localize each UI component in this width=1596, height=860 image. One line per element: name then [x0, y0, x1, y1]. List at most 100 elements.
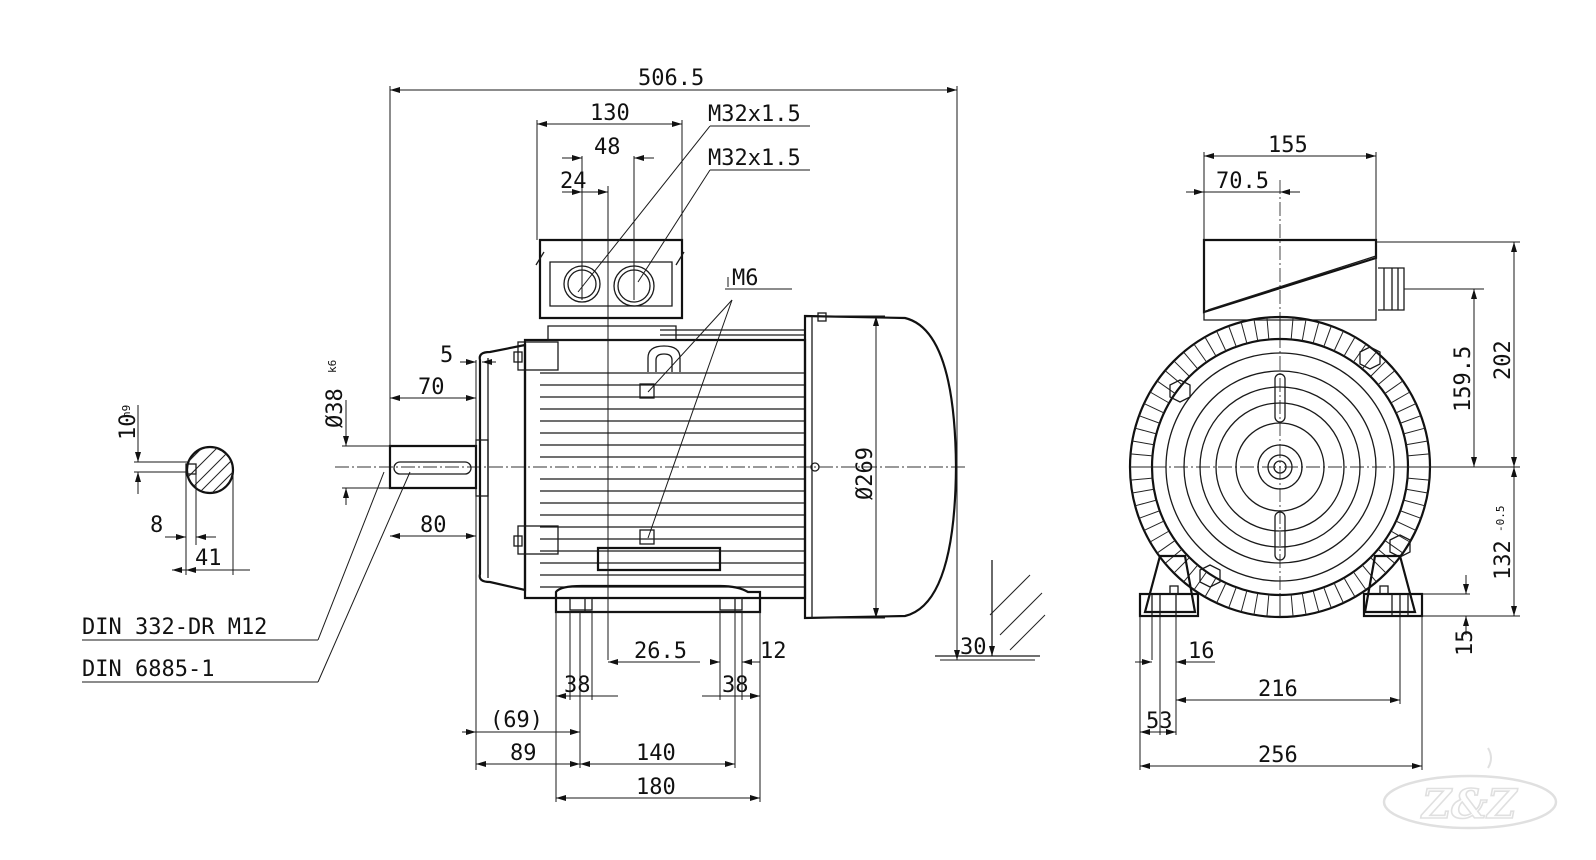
fin-tick — [1323, 325, 1332, 347]
fin-tick — [1173, 557, 1190, 574]
motor-front-view — [1128, 180, 1432, 620]
fin-tick — [1143, 520, 1165, 531]
fin-tick — [1395, 520, 1417, 531]
fin-tick — [1390, 391, 1411, 404]
key-height-tol: h9 — [120, 405, 133, 418]
motor-side-view — [335, 238, 1046, 657]
fin-tick — [1193, 343, 1207, 363]
fin-tick — [1370, 360, 1387, 377]
front-fin-ticks — [1130, 317, 1430, 617]
fin-tick — [1395, 403, 1417, 414]
fin-tick — [1407, 453, 1430, 457]
fin-tick — [1301, 319, 1307, 342]
fin-tick — [1183, 564, 1199, 583]
foot-to-shaft-dim: 89 — [510, 741, 537, 766]
fin-tick — [1312, 321, 1320, 344]
fin-tick — [1343, 336, 1356, 357]
gland-2-label: M32x1.5 — [708, 146, 801, 171]
shaft-diameter-dim: Ø38 — [323, 388, 348, 428]
fin-tick — [1266, 317, 1270, 340]
shaft-to-flange-dim: 80 — [420, 513, 447, 538]
centre-hole-std-label: DIN 332-DR M12 — [82, 615, 267, 640]
fin-tick — [1384, 540, 1404, 554]
fin-tick — [1253, 319, 1259, 342]
fin-tick — [1204, 336, 1217, 357]
shaft-height-tol: -0.5 — [1494, 506, 1507, 533]
foot-slot-2-dim: 12 — [760, 639, 787, 664]
gland-offset-dim: 24 — [560, 169, 587, 194]
fin-tick — [1403, 427, 1426, 435]
fin-tick — [1183, 351, 1199, 370]
shaft-diameter-tol: k6 — [326, 360, 339, 373]
shaft-step-dim: 5 — [440, 343, 453, 368]
fin-tick — [1134, 427, 1157, 435]
zz-logo-watermark: Z&Z — [1382, 747, 1558, 830]
cooling-fins — [540, 329, 805, 588]
fin-tick — [1390, 530, 1411, 543]
fin-tick — [1216, 330, 1227, 352]
foot-height-dim: 30 — [960, 635, 987, 660]
fin-tick — [1156, 540, 1176, 554]
fin-tick — [1134, 499, 1157, 507]
key-height-dim: 10 — [116, 414, 141, 441]
foot-pitch-dim: 140 — [636, 741, 676, 766]
top-offset-dim: 70.5 — [1216, 169, 1269, 194]
fin-tick — [1130, 453, 1153, 457]
fin-tick — [1138, 415, 1160, 424]
base-width-dim: 256 — [1258, 743, 1298, 768]
fin-tick — [1138, 510, 1160, 519]
gland-height-dim: 159.5 — [1451, 346, 1476, 412]
fin-tick — [1156, 380, 1176, 394]
fin-tick — [1323, 587, 1332, 609]
fin-tick — [1240, 321, 1248, 344]
fin-tick — [1130, 477, 1153, 481]
total-height-dim: 202 — [1491, 340, 1516, 380]
fin-tick — [1407, 477, 1430, 481]
fin-tick — [1149, 530, 1170, 543]
frame-diameter-dim: Ø269 — [853, 447, 878, 500]
gland-spacing-dim: 48 — [594, 135, 621, 160]
fin-tick — [1216, 582, 1227, 604]
foot-len-left-dim: 38 — [564, 673, 591, 698]
fin-tick — [1377, 370, 1396, 386]
shaft-section-dim: 41 — [195, 546, 222, 571]
fin-tick — [1312, 590, 1320, 613]
fin-tick — [1333, 582, 1344, 604]
box-width-dim: 130 — [590, 101, 630, 126]
key-width-dim: 8 — [150, 513, 163, 538]
foot-len-right-dim: 38 — [722, 673, 749, 698]
fin-tick — [1149, 391, 1170, 404]
foot-overall-dim: 180 — [636, 775, 676, 800]
shaft-section-view: 10 h9 8 41 — [116, 405, 250, 575]
fin-tick — [1403, 499, 1426, 507]
fin-tick — [1266, 594, 1270, 617]
shaft-length-dim: 70 — [418, 375, 445, 400]
overall-length-dim: 506.5 — [638, 66, 704, 91]
fin-tick — [1143, 403, 1165, 414]
fin-tick — [1384, 380, 1404, 394]
side-view-dimensions: 506.5 130 48 24 M32x1.5 M32x1.5 M6 5 — [82, 66, 1035, 802]
fin-tick — [1353, 571, 1367, 591]
fin-tick — [1343, 577, 1356, 598]
hole-dia-dim: 16 — [1188, 639, 1215, 664]
fin-tick — [1405, 440, 1428, 446]
fin-tick — [1132, 440, 1155, 446]
fin-tick — [1370, 557, 1387, 574]
fin-tick — [1361, 564, 1377, 583]
fin-tick — [1405, 488, 1428, 494]
foot-span-dim: 216 — [1258, 677, 1298, 702]
fin-tick — [1173, 360, 1190, 377]
lift-thread-label: M6 — [732, 266, 759, 291]
shaft-height-dim: 132 — [1491, 540, 1516, 580]
foot-slot-1-dim: 26.5 — [634, 639, 687, 664]
key-std-label: DIN 6885-1 — [82, 657, 214, 682]
fin-tick — [1132, 488, 1155, 494]
fin-tick — [1301, 592, 1307, 615]
fin-tick — [1228, 587, 1237, 609]
foot-edge-dim: 53 — [1146, 709, 1173, 734]
top-width-dim: 155 — [1268, 133, 1308, 158]
fin-tick — [1400, 415, 1422, 424]
fin-tick — [1164, 370, 1183, 386]
foot-thk-dim: 15 — [1453, 630, 1478, 657]
